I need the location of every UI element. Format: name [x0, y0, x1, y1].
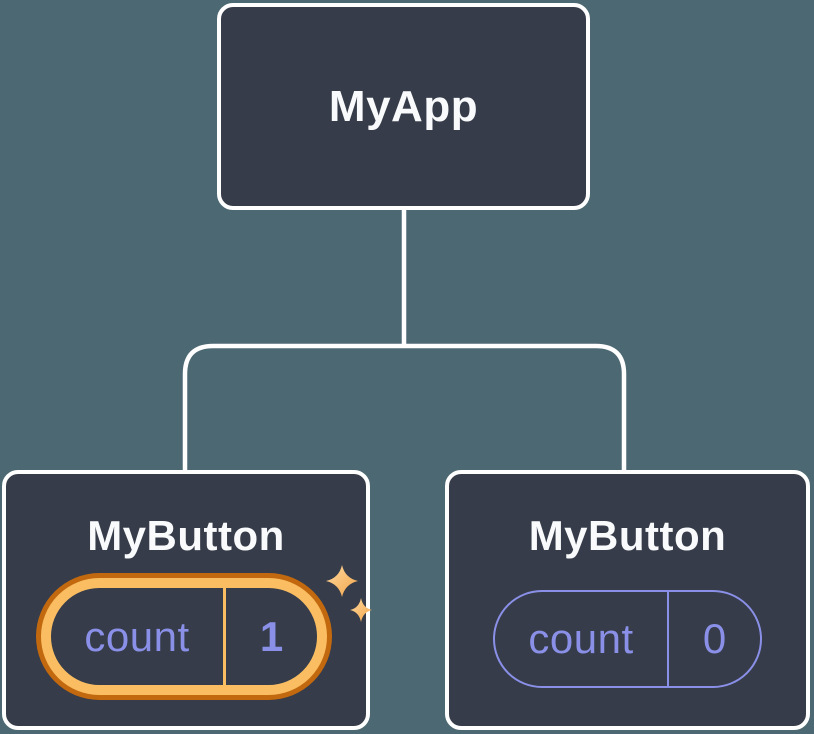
node-label-mybutton-left: MyButton [87, 512, 285, 559]
state-key: count [84, 612, 190, 660]
pill-divider [667, 592, 669, 686]
state-value: 0 [702, 615, 727, 662]
pill-divider [223, 588, 226, 685]
state-pill: count 0 [493, 590, 762, 688]
tree-node-myapp: MyApp [217, 3, 590, 210]
tree-node-mybutton-right: MyButton count 0 [445, 470, 810, 730]
tree-node-mybutton-left: MyButton count 1 [2, 470, 372, 730]
node-label-mybutton-right: MyButton [528, 512, 727, 559]
state-value: 1 [259, 612, 284, 660]
state-key: count [528, 615, 634, 662]
state-pill-highlighted: count 1 [41, 578, 327, 695]
node-label-myapp: MyApp [328, 81, 479, 131]
